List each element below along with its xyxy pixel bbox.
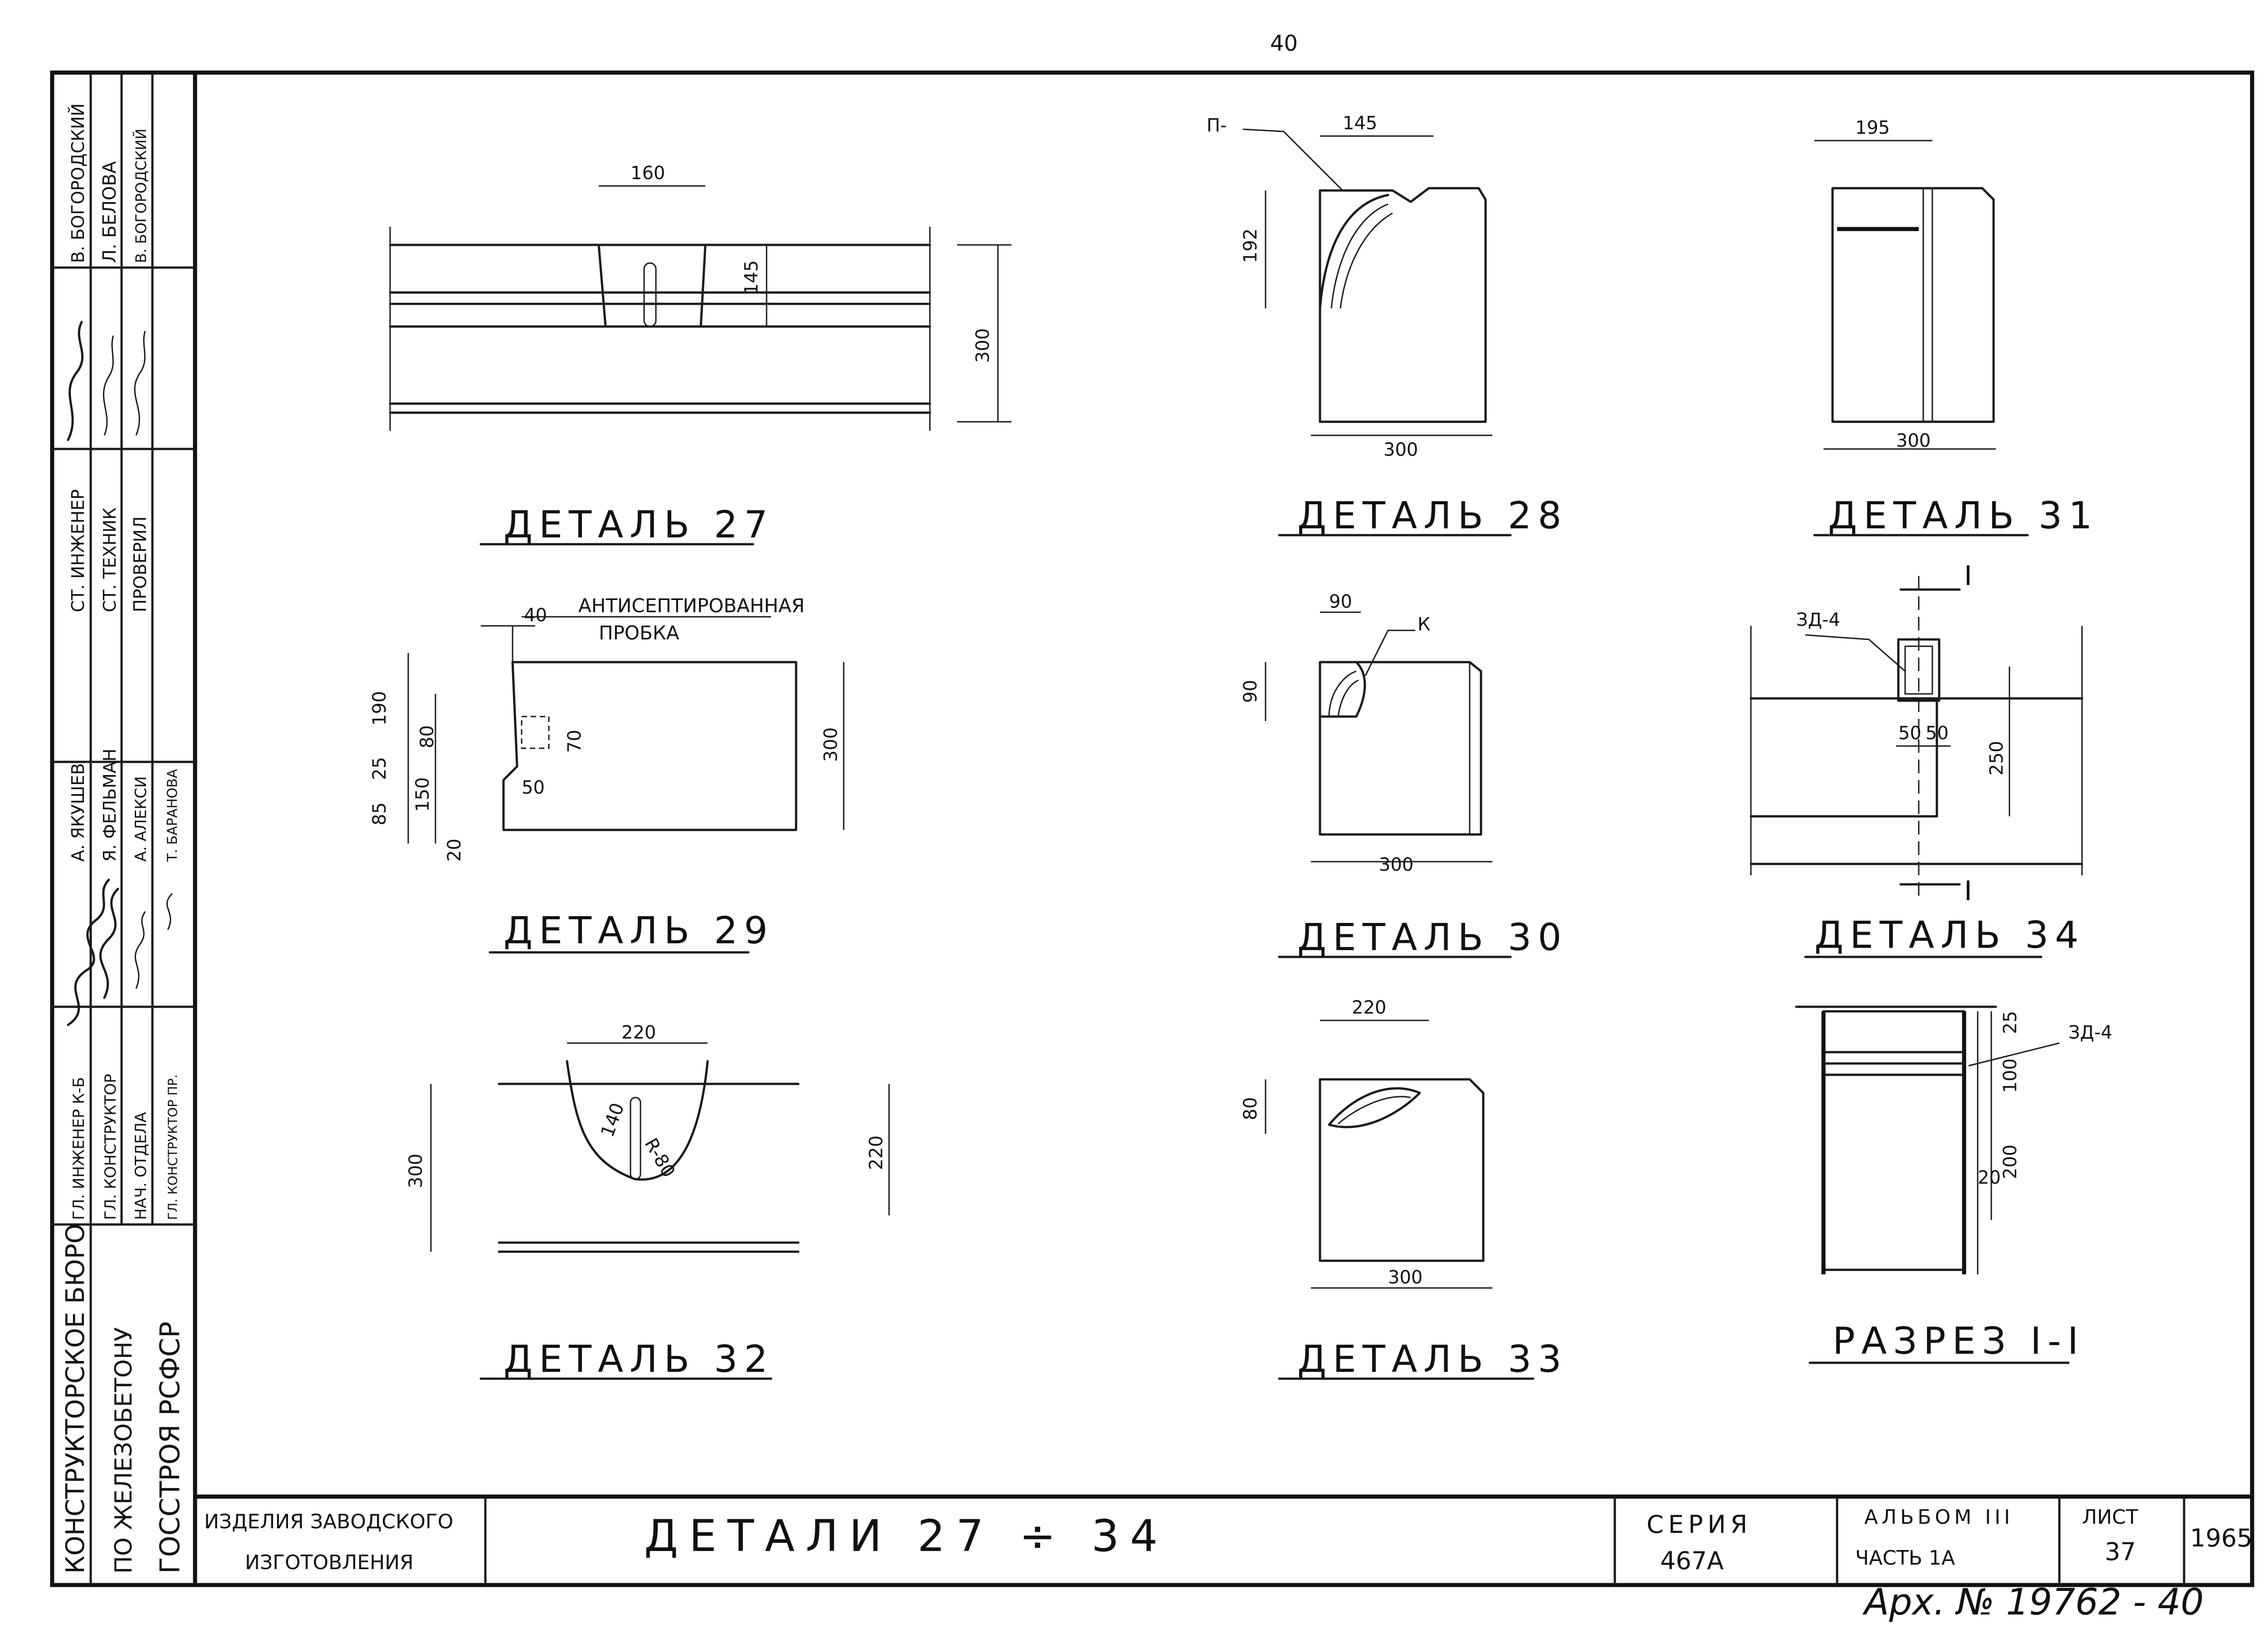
d30-caption: ДЕТАЛЬ 30: [1297, 916, 1568, 959]
d33-dim-0: 220: [1352, 997, 1386, 1018]
detail-31: 195 300 ДЕТАЛЬ 31: [1813, 117, 2098, 537]
detail-34: ЗД-4 I I 50 50 250 ДЕТАЛЬ 34: [1750, 560, 2085, 958]
detail-33: 220 80 300 ДЕТАЛЬ 33: [1240, 997, 1568, 1381]
organization-line2: ПО ЖЕЛЕЗОБЕТОНУ: [110, 1327, 137, 1574]
sheet-label: ЛИСТ: [2082, 1506, 2138, 1529]
section-dim-0: 25: [2000, 1011, 2021, 1034]
product-type-line2: ИЗГОТОВЛЕНИЯ: [245, 1551, 414, 1574]
detail-32: 220 140 R-80 300 220 ДЕТАЛЬ 32: [406, 1022, 890, 1381]
d30-mark: К: [1418, 614, 1430, 635]
organization-line1: КОНСТРУКТОРСКОЕ БЮРО: [61, 1224, 90, 1574]
series-label: СЕРИЯ: [1647, 1510, 1752, 1539]
section-dim-1: 100: [2000, 1058, 2021, 1093]
role-5: СТ. ТЕХНИК: [100, 507, 120, 612]
d31-dim-0: 195: [1855, 117, 1890, 138]
role-3: ГЛ. КОНСТРУКТОР ПР.: [165, 1074, 180, 1220]
page-number: 40: [1270, 31, 1298, 56]
organization-line3: ГОССТРОЯ РСФСР: [154, 1322, 186, 1574]
d33-dim-2: 300: [1388, 1267, 1422, 1288]
d32-dim-2: R-80: [640, 1135, 679, 1181]
role-1: ГЛ. КОНСТРУКТОР: [102, 1074, 120, 1220]
detail-30: К 90 90 300 ДЕТАЛЬ 30: [1240, 591, 1568, 959]
detail-29: 40 АНТИСЕПТИРОВАННАЯ ПРОБКА 190 25 85 15…: [369, 595, 845, 954]
d33-caption: ДЕТАЛЬ 33: [1297, 1338, 1568, 1381]
d27-caption: ДЕТАЛЬ 27: [503, 503, 774, 546]
sheet-value: 37: [2105, 1537, 2136, 1566]
name-0: А. ЯКУШЕВ: [68, 763, 88, 862]
d29-dim-0: 40: [524, 605, 547, 626]
d27-dim-2: 300: [973, 328, 993, 363]
series-value: 467А: [1660, 1546, 1724, 1575]
d34-dim-1: 50: [1926, 723, 1949, 744]
role-2: НАЧ. ОТДЕЛА: [132, 1112, 150, 1220]
name-2: А. АЛЕКСИ: [132, 776, 150, 862]
d33-dim-1: 80: [1240, 1097, 1261, 1120]
d31-dim-1: 300: [1896, 430, 1931, 451]
d34-mark: ЗД-4: [1796, 610, 1840, 630]
d34-dim-2: 250: [1986, 741, 2007, 776]
name-5: Л. БЕЛОВА: [99, 161, 120, 263]
d29-dim-6: 80: [417, 725, 438, 748]
d29-note-line1: АНТИСЕПТИРОВАННАЯ: [578, 595, 805, 617]
d29-dim-7: 70: [564, 730, 585, 753]
role-4: СТ. ИНЖЕНЕР: [68, 489, 88, 612]
d30-dim-0: 90: [1329, 591, 1352, 612]
d32-dim-0: 220: [621, 1022, 656, 1043]
d28-dim-0: 145: [1343, 113, 1377, 134]
d28-dim-1: 192: [1240, 229, 1261, 263]
d29-dim-3: 85: [369, 802, 390, 825]
role-0: ГЛ. ИНЖЕНЕР К-Б: [70, 1077, 88, 1220]
d34-dim-0: 50: [1898, 723, 1921, 744]
year: 1965: [2190, 1524, 2252, 1552]
d34-section-bottom: I: [1964, 875, 1972, 907]
d29-note-line2: ПРОБКА: [599, 622, 679, 644]
section-dim-3: 20: [1978, 1167, 2001, 1188]
name-6: В. БОГОРОДСКИЙ: [132, 128, 150, 263]
d31-caption: ДЕТАЛЬ 31: [1828, 494, 2098, 537]
name-1: Я. ФЕЛЬМАН: [100, 749, 120, 862]
section-dim-2: 200: [2000, 1145, 2021, 1179]
d29-dim-2: 25: [369, 757, 390, 780]
d30-dim-2: 300: [1379, 854, 1413, 875]
signatures: [67, 321, 173, 1026]
d34-caption: ДЕТАЛЬ 34: [1814, 914, 2085, 957]
section-caption: РАЗРЕЗ I-I: [1833, 1320, 2085, 1363]
name-4: В. БОГОРОДСКИЙ: [68, 103, 88, 263]
d30-dim-1: 90: [1240, 680, 1261, 703]
d32-dim-3: 300: [406, 1154, 426, 1188]
d29-dim-5: 20: [444, 839, 465, 862]
role-6: ПРОВЕРИЛ: [130, 517, 150, 612]
detail-27: 160 145 300 ДЕТАЛЬ 27: [389, 163, 1012, 546]
sheet-frame: [50, 70, 2254, 1587]
d32-caption: ДЕТАЛЬ 32: [503, 1338, 774, 1381]
d29-dim-1: 190: [369, 691, 390, 726]
d29-caption: ДЕТАЛЬ 29: [503, 909, 774, 952]
d29-dim-8: 50: [522, 777, 545, 798]
d32-dim-1: 140: [597, 1100, 628, 1140]
d32-dim-4: 220: [866, 1136, 887, 1170]
archive-number: Арх. № 19762 - 40: [1862, 1581, 2204, 1623]
product-type-line1: ИЗДЕЛИЯ ЗАВОДСКОГО: [204, 1510, 453, 1533]
part-label: ЧАСТЬ 1А: [1855, 1546, 1955, 1570]
side-block: КОНСТРУКТОРСКОЕ БЮРО ПО ЖЕЛЕЗОБЕТОНУ ГОС…: [61, 103, 186, 1574]
section-mark: ЗД-4: [2068, 1022, 2112, 1043]
detail-28: П- 145 192 300 ДЕТАЛЬ 28: [1207, 113, 1568, 537]
sheet-title: ДЕТАЛИ 27 ÷ 34: [644, 1511, 1168, 1561]
d28-dim-2: 300: [1383, 439, 1418, 460]
d34-section-top: I: [1964, 560, 1972, 592]
d27-dim-1: 145: [741, 260, 762, 295]
d28-caption: ДЕТАЛЬ 28: [1297, 494, 1568, 537]
name-3: Т. БАРАНОВА: [165, 769, 181, 862]
title-block: ИЗДЕЛИЯ ЗАВОДСКОГО ИЗГОТОВЛЕНИЯ ДЕТАЛИ 2…: [204, 1506, 2252, 1575]
d29-dim-4: 150: [412, 777, 433, 812]
d28-mark: П-: [1207, 115, 1227, 136]
d27-dim-0: 160: [631, 163, 665, 184]
album-label: АЛЬБОМ III: [1864, 1506, 2014, 1529]
d29-dim-9: 300: [821, 727, 841, 762]
section-I-I: ЗД-4 25 100 200 20 РАЗРЕЗ I-I: [1795, 1005, 2112, 1364]
